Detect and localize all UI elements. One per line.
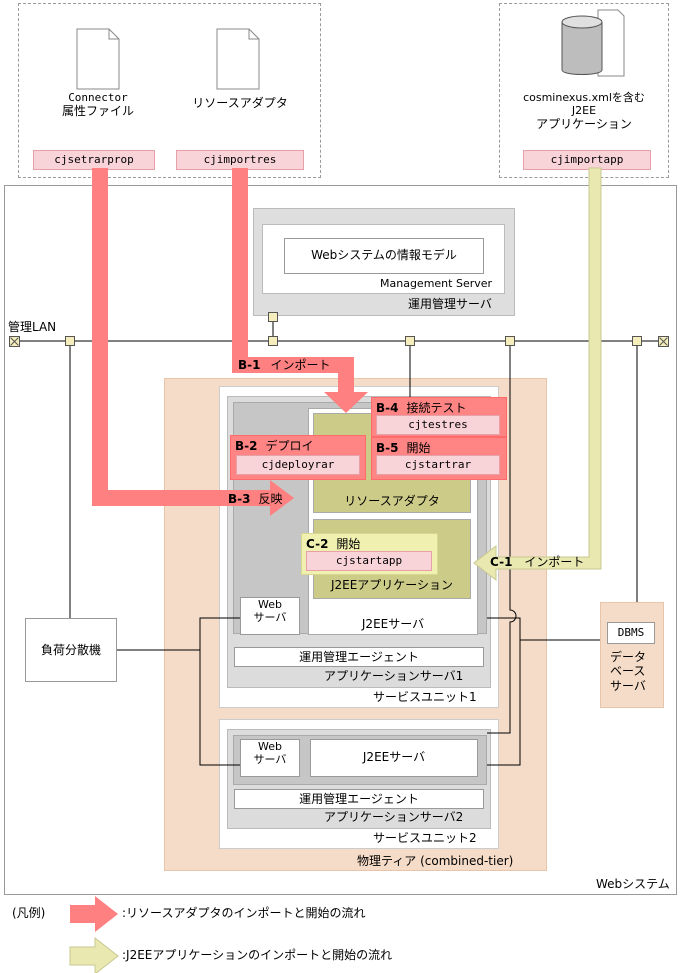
j2ee-app-file-icon: [561, 9, 625, 77]
management-server-caption: 運用管理サーバ: [408, 297, 492, 311]
web-system-label: Webシステム: [596, 877, 670, 891]
agent-1-label: 運用管理エージェント: [299, 650, 419, 664]
service-unit-2-label: サービスユニット2: [373, 831, 477, 845]
agent-2-box: [234, 789, 484, 809]
j2ee-server-2-label: J2EEサーバ: [362, 750, 426, 764]
web-server-1-box: [240, 597, 300, 635]
app-server-2-label: アプリケーションサーバ2: [324, 810, 464, 824]
web-system-boundary: [4, 185, 677, 895]
service-unit-1-label: サービスユニット1: [373, 690, 477, 704]
source-files-group: [18, 3, 321, 178]
j2ee-app-component-label: J2EEアプリケーション: [330, 578, 454, 592]
dbms-server-label: データベースサーバ: [610, 650, 647, 693]
lan-port-load-balancer: [65, 336, 75, 346]
connector-label: Connector 属性ファイル: [61, 91, 134, 119]
mgmt-server-port: [268, 312, 278, 322]
cjsetrarprop-command: cjsetrarprop: [33, 150, 155, 170]
j2ee-source-label: cosminexus.xmlを含む J2EE アプリケーション: [523, 91, 645, 132]
j2ee-server-1-label: J2EEサーバ: [361, 617, 425, 631]
cjstartapp-command: cjstartapp: [306, 551, 432, 571]
cjstartrar-command: cjstartrar: [376, 455, 500, 475]
dbms-box: [607, 622, 655, 644]
agent-1-box: [234, 647, 484, 667]
lan-port-management: [268, 336, 278, 346]
management-server-name: Management Server: [380, 277, 493, 290]
load-balancer-label: 負荷分散機: [40, 643, 101, 657]
resource-adapter-component-label: リソースアダプタ: [344, 494, 440, 508]
information-model-box: [284, 238, 484, 274]
load-balancer-box: [25, 618, 117, 682]
connector-file-icon: [76, 28, 120, 90]
j2ee-source-group: [499, 3, 669, 178]
app-server-1-label: アプリケーションサーバ1: [324, 669, 464, 683]
legend-red-label: :リソースアダプタのインポートと開始の流れ: [122, 906, 366, 920]
lan-end-left: [9, 336, 20, 347]
cjimportres-command: cjimportres: [176, 150, 304, 170]
information-model-label: Webシステムの情報モデル: [311, 248, 457, 262]
legend-yellow-label: :J2EEアプリケーションのインポートと開始の流れ: [122, 948, 393, 962]
agent-2-label: 運用管理エージェント: [299, 792, 419, 806]
lan-port-unit2: [505, 336, 515, 346]
legend-title: (凡例): [12, 906, 46, 920]
dbms-label: DBMS: [617, 626, 645, 639]
cjdeployrar-command: cjdeployrar: [236, 455, 360, 475]
resource-adapter-file-icon: [216, 28, 260, 90]
j2ee-server-2-box: [310, 739, 478, 777]
physical-tier-label: 物理ティア (combined-tier): [357, 854, 514, 868]
lan-label: 管理LAN: [8, 320, 57, 334]
resource-adapter-source-label: リソースアダプタ: [192, 96, 288, 110]
cjimportapp-command: cjimportapp: [523, 150, 651, 170]
lan-end-right: [658, 336, 669, 347]
dbms-server-box: [600, 602, 664, 708]
web-server-2-box: [240, 739, 300, 777]
lan-port-unit1: [405, 336, 415, 346]
cjtestres-command: cjtestres: [376, 415, 500, 435]
lan-port-dbms: [632, 336, 642, 346]
